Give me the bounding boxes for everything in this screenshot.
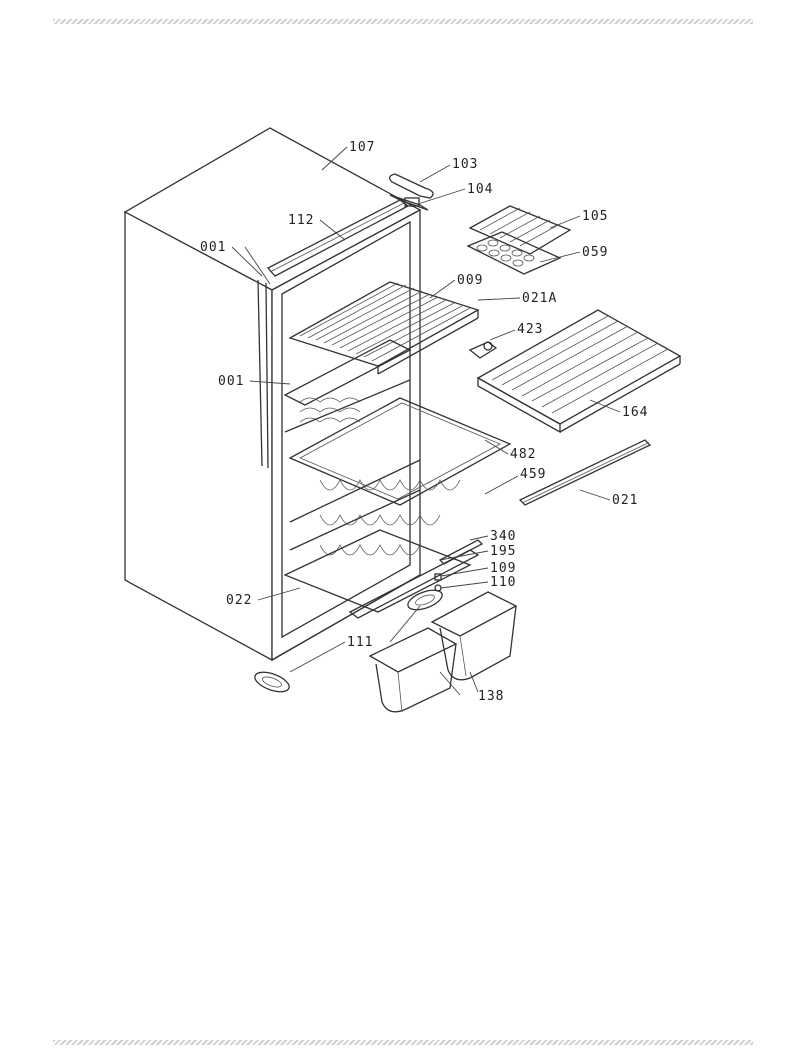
part-021-rail <box>518 439 652 506</box>
label-112: 112 <box>288 213 314 228</box>
bottom-shelf-022 <box>283 529 480 619</box>
label-009: 009 <box>457 273 483 288</box>
label-001-middle: 001 <box>218 374 244 389</box>
label-111: 111 <box>347 635 373 650</box>
part-105-ice-tray-lid <box>468 205 572 255</box>
label-021A: 021A <box>522 291 557 306</box>
part-138-bin-right <box>430 591 518 681</box>
label-022: 022 <box>226 593 252 608</box>
part-340-rail <box>438 539 484 565</box>
top-hatched-rule <box>53 19 753 24</box>
part-104-hinge <box>389 194 429 211</box>
label-103: 103 <box>452 157 478 172</box>
label-340: 340 <box>490 529 516 544</box>
part-111-foot-right <box>407 589 443 611</box>
refrigerator-cabinet <box>123 127 422 662</box>
label-459: 459 <box>520 467 546 482</box>
bottom-hatched-rule <box>53 1040 753 1045</box>
bottle-rack-area <box>283 339 412 433</box>
part-111-foot-left <box>254 671 290 693</box>
shelf-009 <box>288 281 480 375</box>
label-104: 104 <box>467 182 493 197</box>
label-110: 110 <box>490 575 516 590</box>
label-138: 138 <box>478 689 504 704</box>
label-482: 482 <box>510 447 536 462</box>
leader-lines <box>231 146 621 696</box>
part-423-lamp <box>468 341 498 359</box>
label-105: 105 <box>582 209 608 224</box>
part-138-bin-left <box>368 627 458 713</box>
label-164: 164 <box>622 405 648 420</box>
glass-shelf-482 <box>288 397 512 506</box>
part-labels: 107 103 104 112 105 001 059 009 021A 423… <box>200 140 648 704</box>
label-423: 423 <box>517 322 543 337</box>
label-001-top: 001 <box>200 240 226 255</box>
label-059: 059 <box>582 245 608 260</box>
part-103-cover <box>388 173 434 199</box>
part-059-ice-tray <box>466 231 562 275</box>
label-109: 109 <box>490 561 516 576</box>
label-107: 107 <box>349 140 375 155</box>
label-021: 021 <box>612 493 638 508</box>
label-195: 195 <box>490 544 516 559</box>
part-164-shelf <box>476 309 682 434</box>
wine-rack-459 <box>289 459 461 556</box>
